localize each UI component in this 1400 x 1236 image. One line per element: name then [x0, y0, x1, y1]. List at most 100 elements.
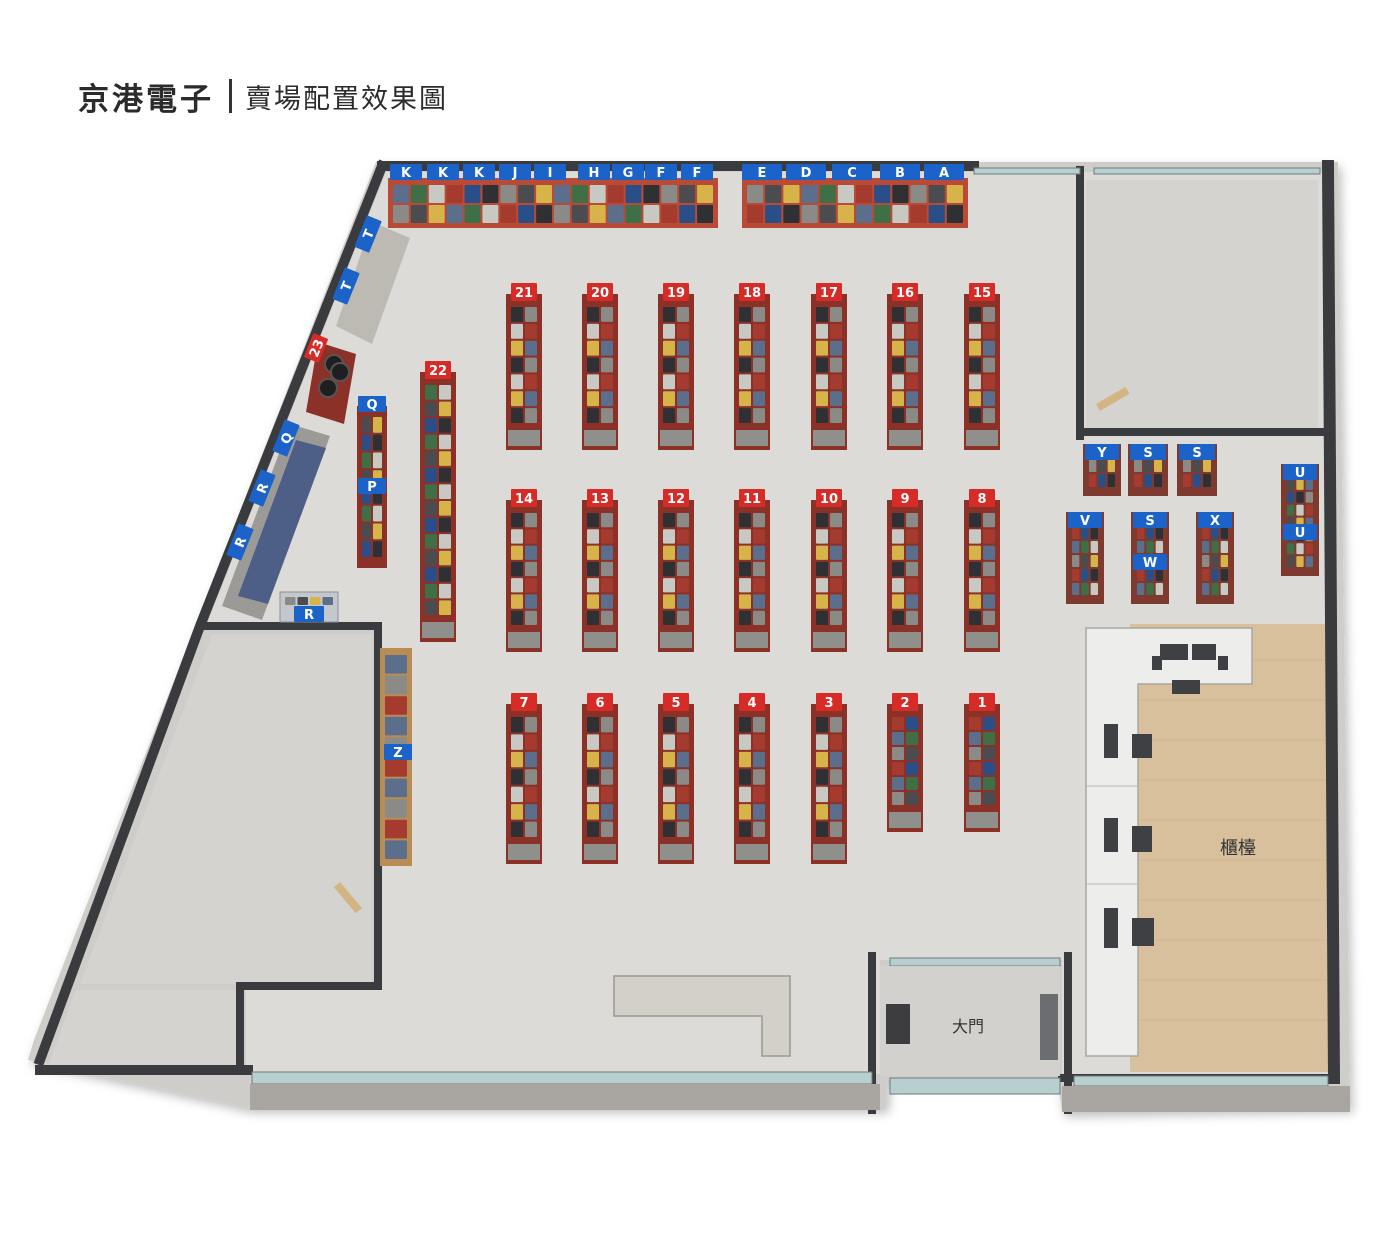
shelf-tag[interactable]: I	[534, 164, 566, 181]
gondola-aisle[interactable]	[811, 294, 847, 450]
shelf-tag[interactable]: 5	[663, 693, 689, 711]
gondola-aisle[interactable]	[420, 372, 456, 642]
shelf-tag-label: 13	[591, 492, 609, 507]
shelf-tag[interactable]: 14	[511, 489, 537, 507]
product-item	[525, 821, 537, 837]
shelf-tag[interactable]: 11	[739, 489, 765, 507]
shelf-tag[interactable]: T	[332, 267, 360, 305]
gondola-aisle[interactable]	[658, 500, 694, 652]
product-item	[928, 185, 945, 203]
shelf-tag[interactable]: 9	[892, 489, 918, 507]
product-item	[362, 417, 371, 433]
shelf-tag[interactable]: F	[645, 164, 677, 181]
shelf-tag[interactable]: R	[226, 523, 254, 561]
shelf-tag[interactable]: 20	[587, 283, 613, 301]
page-title: 京港電子 賣場配置效果圖	[78, 72, 448, 120]
shelf-tag[interactable]: 17	[816, 283, 842, 301]
shelf-tag[interactable]: 8	[969, 489, 995, 507]
product-item	[739, 307, 751, 322]
gondola-aisle[interactable]	[964, 500, 1000, 652]
shelf-tag[interactable]: K	[390, 164, 422, 181]
shelf-tag[interactable]: 22	[425, 361, 451, 379]
shelf-tag[interactable]: Q	[272, 419, 300, 457]
front-wall-face-right	[1062, 1086, 1350, 1112]
shelf-tag[interactable]: H	[578, 164, 610, 181]
shelf-tag[interactable]: 6	[587, 693, 613, 711]
shelf-tag[interactable]: A	[924, 164, 964, 181]
product-item	[587, 821, 599, 837]
shelf-tag-label: W	[1143, 556, 1157, 571]
shelf-tag[interactable]: 2	[892, 693, 918, 711]
shelf-tag[interactable]: S	[1130, 444, 1166, 461]
gondola-aisle[interactable]	[887, 500, 923, 652]
shelf-tag[interactable]: 19	[663, 283, 689, 301]
shelf-tag[interactable]: F	[681, 164, 713, 181]
shelf-tag[interactable]: J	[499, 164, 531, 181]
shelf-tag[interactable]: W	[1133, 554, 1167, 571]
shelf-tag[interactable]: Z	[384, 744, 412, 761]
product-item	[601, 408, 613, 423]
gondola-aisle[interactable]	[811, 704, 847, 864]
product-item	[601, 307, 613, 322]
shelf-tag[interactable]: U	[1283, 524, 1317, 541]
shelf-tag[interactable]: 3	[816, 693, 842, 711]
shelf-tag[interactable]: 21	[511, 283, 537, 301]
shelf-tag[interactable]: V	[1068, 512, 1102, 529]
shelf-tag[interactable]: Y	[1085, 444, 1119, 461]
shelf-tag[interactable]: D	[786, 164, 826, 181]
shelf-tag[interactable]: E	[742, 164, 782, 181]
shelf-tag[interactable]: T	[354, 215, 382, 253]
shelf-tag[interactable]: G	[612, 164, 644, 181]
gondola-aisle[interactable]	[964, 294, 1000, 450]
product-item	[587, 594, 599, 609]
gondola-aisle[interactable]	[582, 704, 618, 864]
gondola-aisle[interactable]	[582, 500, 618, 652]
shelf-tag[interactable]: S	[1179, 444, 1215, 461]
shelf-tag[interactable]: 16	[892, 283, 918, 301]
shelf-tag[interactable]: 15	[969, 283, 995, 301]
shelf-tag[interactable]: 10	[816, 489, 842, 507]
shelf-tag[interactable]: 12	[663, 489, 689, 507]
shelf-tag[interactable]: R	[294, 606, 324, 623]
product-item	[587, 578, 599, 593]
shelf-tag[interactable]: B	[880, 164, 920, 181]
product-item	[511, 734, 523, 750]
gondola-aisle[interactable]	[658, 704, 694, 864]
shelf-tag[interactable]: X	[1198, 512, 1232, 529]
gondola-aisle[interactable]	[734, 704, 770, 864]
shelf-tag[interactable]: 23	[304, 333, 330, 363]
shelf-tag[interactable]: 1	[969, 693, 995, 711]
shelf-tag[interactable]: 4	[739, 693, 765, 711]
shelf-tag[interactable]: P	[358, 478, 386, 495]
product-item	[607, 185, 624, 203]
product-item	[663, 374, 675, 390]
shelf-tag[interactable]: S	[1133, 512, 1167, 529]
gondola-aisle[interactable]	[887, 704, 923, 832]
shelf-tag[interactable]: C	[832, 164, 872, 181]
gondola-aisle[interactable]	[506, 704, 542, 864]
shelf-tag[interactable]: 13	[587, 489, 613, 507]
gondola-aisle[interactable]	[582, 294, 618, 450]
shelf-tag[interactable]: Q	[358, 396, 386, 413]
gondola-aisle[interactable]	[887, 294, 923, 450]
shelf-tag[interactable]: 18	[739, 283, 765, 301]
product-item	[601, 717, 613, 733]
shelf-tag-label: S	[1192, 446, 1201, 461]
gondola-aisle[interactable]	[964, 704, 1000, 832]
shelf-tag[interactable]: K	[463, 164, 495, 181]
product-item	[747, 185, 764, 203]
shelf-tag-label: 4	[747, 696, 756, 711]
product-item	[1202, 583, 1210, 595]
shelf-tag[interactable]: 7	[511, 693, 537, 711]
product-item	[983, 307, 995, 322]
gondola-aisle[interactable]	[506, 294, 542, 450]
shelf-tag[interactable]: K	[427, 164, 459, 181]
shelf-tag[interactable]: U	[1283, 464, 1317, 481]
shelf-tag[interactable]: R	[248, 469, 276, 507]
shelf-tag-label: 3	[824, 696, 833, 711]
gondola-aisle[interactable]	[734, 500, 770, 652]
gondola-aisle[interactable]	[506, 500, 542, 652]
gondola-aisle[interactable]	[658, 294, 694, 450]
gondola-aisle[interactable]	[811, 500, 847, 652]
gondola-aisle[interactable]	[734, 294, 770, 450]
